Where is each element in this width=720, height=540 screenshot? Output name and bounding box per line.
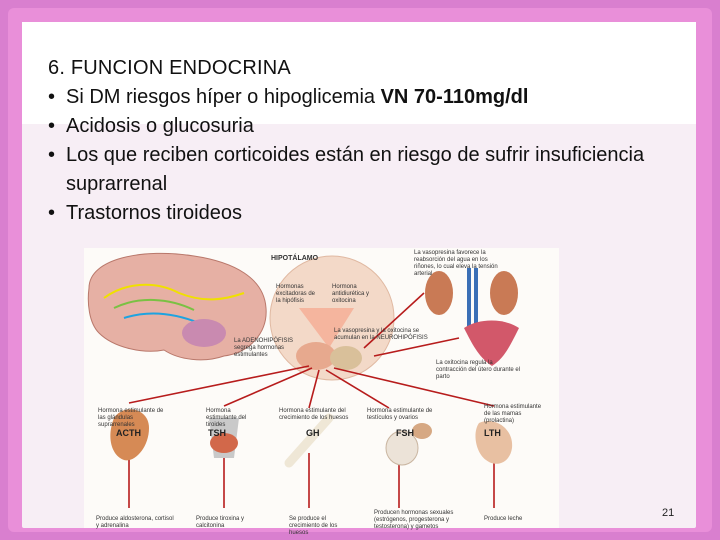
endocrine-diagram: HIPOTÁLAMO Hormonas excitadoras de la hi… — [84, 248, 559, 536]
bullet-item: Si DM riesgos híper o hipoglicemia VN 70… — [48, 83, 668, 112]
kidney-icon — [425, 271, 453, 315]
bullet-text: Si DM riesgos híper o hipoglicemia — [66, 86, 381, 108]
fsh-effect: Producen hormonas sexuales (estrógenos, … — [374, 510, 454, 530]
fsh-desc: Hormona estimulante de testículos y ovar… — [367, 408, 433, 421]
adenohypophysis-label: La ADENOHIPÓFISIS segrega hormonas estim… — [234, 338, 294, 358]
pathway-line — [103, 283, 245, 301]
neurohypophysis-icon — [330, 346, 362, 370]
uterus-icon — [464, 320, 519, 366]
tsh-effect: Produce tiroxina y calcitonina — [196, 516, 245, 529]
pathway-line — [123, 312, 200, 324]
breast-icon — [475, 420, 513, 464]
acth-label: ACTH — [116, 428, 141, 438]
acth-desc: Hormona estimulante de las glándulas sup… — [98, 408, 164, 428]
lth-effect: Produce leche — [484, 516, 523, 522]
adrenal-gland-icon — [110, 409, 149, 461]
adh-oxytocin-label: Hormona antidiurética y oxitocina — [332, 284, 370, 304]
bullet-item: Trastornos tiroideos — [48, 199, 668, 228]
oxytocin-note: La oxitocina regula la contracción del ú… — [436, 360, 521, 380]
bone-icon — [284, 413, 334, 468]
gh-effect: Se produce el crecimiento de los huesos — [289, 516, 338, 536]
cerebellum-icon — [182, 319, 226, 347]
bullet-text: Trastornos tiroideos — [66, 202, 242, 224]
tsh-label: TSH — [208, 428, 226, 438]
lth-label: LTH — [484, 428, 501, 438]
diagram-illustration — [87, 252, 519, 508]
thyroid-gland-icon — [210, 433, 238, 453]
lth-desc: Hormona estimulante de las mamas (prolac… — [484, 404, 542, 424]
bullet-text: Los que reciben corticoides están en rie… — [66, 144, 645, 195]
kidney-icon — [490, 271, 518, 315]
bullet-bold-text: VN 70-110mg/dl — [380, 86, 529, 108]
adenohypophysis-icon — [296, 342, 336, 370]
acth-effect: Produce aldosterona, cortisol y adrenali… — [96, 516, 174, 529]
slide-heading: 6. FUNCION ENDOCRINA — [48, 57, 291, 79]
testis-icon — [412, 423, 432, 439]
hypothalamus-label: HIPOTÁLAMO — [271, 255, 319, 262]
vasopressin-note: La vasopresina favorece la reabsorción d… — [414, 250, 498, 277]
gh-desc: Hormona estimulante del crecimiento de l… — [279, 408, 349, 421]
pituitary-stalk — [299, 308, 354, 348]
bullet-item: Los que reciben corticoides están en rie… — [48, 141, 668, 199]
slide-text: 6. FUNCION ENDOCRINA Si DM riesgos híper… — [48, 54, 668, 228]
gh-label: GH — [306, 428, 320, 438]
hormone-arrows — [128, 292, 495, 508]
ovary-icon — [385, 430, 419, 466]
bullet-item: Acidosis o glucosuria — [48, 112, 668, 141]
fsh-label: FSH — [396, 428, 414, 438]
pathway-line — [113, 299, 195, 311]
bullet-text: Acidosis o glucosuria — [66, 115, 254, 137]
page-number: 21 — [662, 507, 675, 519]
neurohypophysis-label: La vasopresina y la oxitocina se acumula… — [334, 328, 428, 341]
tsh-desc: Hormona estimulante del tiroides — [206, 408, 247, 428]
blood-vessel-icon — [467, 268, 478, 333]
releasing-hormones-label: Hormonas excitadoras de la hipófisis — [276, 284, 316, 304]
